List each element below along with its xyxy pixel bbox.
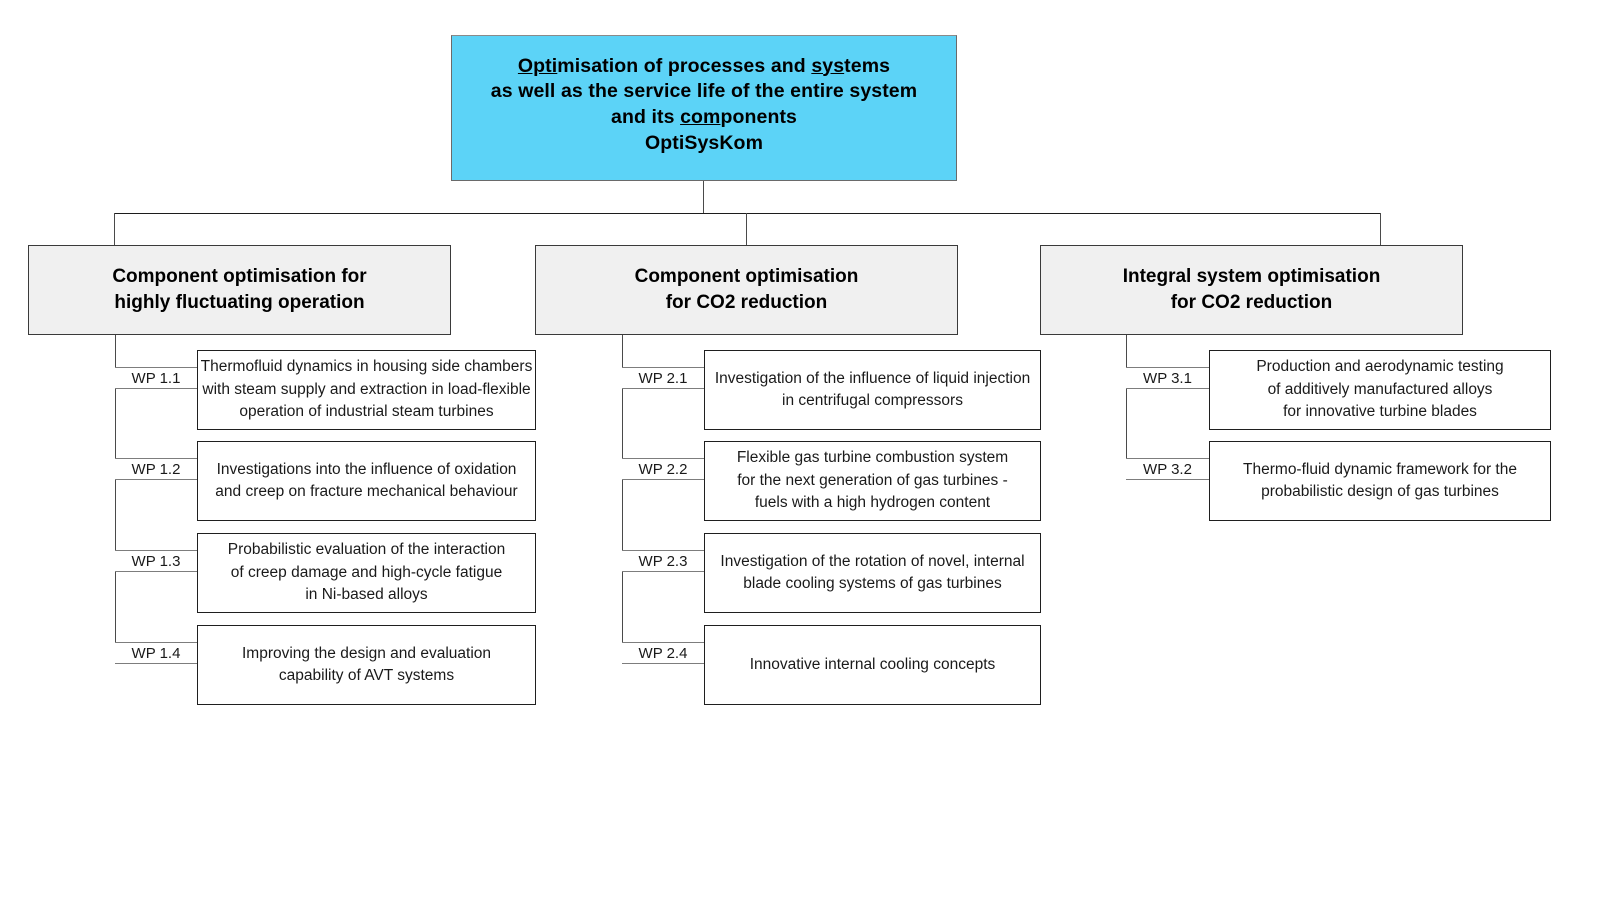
wp-text-line: Flexible gas turbine combustion system — [736, 449, 1009, 467]
wp-code-label: WP 2.1 — [638, 369, 688, 387]
wp-content-box[interactable]: Flexible gas turbine combustion system f… — [704, 441, 1041, 521]
wp-code-box[interactable]: WP 2.2 — [622, 458, 704, 480]
wp-content-box[interactable]: Innovative internal cooling concepts — [704, 625, 1041, 705]
wp-code-box[interactable]: WP 1.4 — [115, 642, 197, 664]
wp-text-line: for innovative turbine blades — [1283, 403, 1477, 421]
connector-horizontal-bus — [114, 213, 1381, 214]
connector-drop-cluster-2 — [746, 213, 747, 246]
root-title-line-2: as well as the service life of the entir… — [490, 80, 918, 103]
cluster-title-line: highly fluctuating operation — [114, 292, 365, 313]
wp-text-line: Thermo-fluid dynamic framework for the — [1243, 460, 1517, 478]
wp-text-line: blade cooling systems of gas turbines — [743, 575, 1002, 592]
wp-text-line: in Ni-based alloys — [305, 586, 428, 604]
wp-text-line: fuels with a high hydrogen content — [754, 494, 991, 512]
root-title-line-1: Optimisation of processes and systems — [517, 54, 891, 77]
wp-code-label: WP 3.2 — [1143, 460, 1192, 478]
cluster-title-line: for CO2 reduction — [665, 292, 828, 313]
root-acronym: OptiSysKom — [644, 131, 764, 154]
cluster-title-line: Component optimisation for — [112, 266, 367, 288]
cluster-title-line: Component optimisation — [634, 266, 859, 288]
wp-text-line: Production and aerodynamic testing — [1256, 358, 1504, 376]
connector-root-stem — [703, 181, 704, 214]
wp-text-line: Improving the design and evaluation — [241, 644, 492, 662]
cluster-title-line: for CO2 reduction — [1170, 292, 1333, 313]
wp-content-box[interactable]: Thermo-fluid dynamic framework for the p… — [1209, 441, 1551, 521]
wp-content-box[interactable]: Improving the design and evaluation capa… — [197, 625, 536, 705]
wp-text-line: and creep on fracture mechanical behavio… — [215, 483, 518, 500]
wp-content-box[interactable]: Investigation of the influence of liquid… — [704, 350, 1041, 430]
wp-code-box[interactable]: WP 1.1 — [115, 367, 197, 389]
wp-content-box[interactable]: Production and aerodynamic testing of ad… — [1209, 350, 1551, 430]
cluster-box-3[interactable]: Integral system optimisation for CO2 red… — [1040, 245, 1463, 335]
wp-code-label: WP 1.4 — [131, 644, 181, 662]
connector-drop-cluster-1 — [114, 213, 115, 246]
wp-code-box[interactable]: WP 2.4 — [622, 642, 704, 664]
wp-text-line: Probabilistic evaluation of the interact… — [227, 541, 506, 559]
wp-code-label: WP 2.2 — [638, 460, 688, 478]
wp-code-box[interactable]: WP 2.1 — [622, 367, 704, 389]
wp-text-line: of additively manufactured alloys — [1267, 380, 1493, 398]
wp-text-line: probabilistic design of gas turbines — [1261, 483, 1499, 500]
root-title-box[interactable]: Optimisation of processes and systems as… — [451, 35, 957, 181]
wp-text-line: Thermofluid dynamics in housing side cha… — [200, 358, 533, 376]
wp-code-label: WP 1.2 — [131, 460, 181, 478]
wp-code-box[interactable]: WP 1.3 — [115, 550, 197, 572]
wp-text-line: in centrifugal compressors — [782, 392, 963, 409]
wp-code-label: WP 2.4 — [638, 644, 688, 662]
wp-content-box[interactable]: Thermofluid dynamics in housing side cha… — [197, 350, 536, 430]
wp-content-box[interactable]: Probabilistic evaluation of the interact… — [197, 533, 536, 613]
wp-code-box[interactable]: WP 3.1 — [1126, 367, 1209, 389]
wp-text-line: of creep damage and high-cycle fatigue — [230, 563, 503, 581]
wp-content-box[interactable]: Investigations into the influence of oxi… — [197, 441, 536, 521]
cluster-box-1[interactable]: Component optimisation for highly fluctu… — [28, 245, 451, 335]
wp-text-line: capability of AVT systems — [278, 667, 455, 684]
connector-trunk-cluster-2 — [622, 335, 623, 664]
wp-content-box[interactable]: Investigation of the rotation of novel, … — [704, 533, 1041, 613]
cluster-title-line: Integral system optimisation — [1122, 266, 1381, 288]
wp-text-line: Investigations into the influence of oxi… — [216, 460, 517, 478]
connector-trunk-cluster-1 — [115, 335, 116, 664]
wp-code-label: WP 1.3 — [131, 552, 181, 570]
wp-code-box[interactable]: WP 1.2 — [115, 458, 197, 480]
wp-text-line: Investigation of the influence of liquid… — [714, 369, 1031, 387]
wp-code-label: WP 2.3 — [638, 552, 688, 570]
wp-text-line: Investigation of the rotation of novel, … — [720, 552, 1025, 570]
wp-text-line: Innovative internal cooling concepts — [749, 655, 996, 673]
wp-code-box[interactable]: WP 3.2 — [1126, 458, 1209, 480]
connector-trunk-cluster-3 — [1126, 335, 1127, 480]
wp-text-line: with steam supply and extraction in load… — [202, 380, 531, 398]
wp-text-line: for the next generation of gas turbines … — [737, 471, 1008, 489]
root-title-line-3: and its components — [611, 106, 797, 128]
wp-code-label: WP 3.1 — [1143, 369, 1192, 387]
wp-code-label: WP 1.1 — [131, 369, 181, 387]
wp-code-box[interactable]: WP 2.3 — [622, 550, 704, 572]
connector-drop-cluster-3 — [1380, 213, 1381, 246]
cluster-box-2[interactable]: Component optimisation for CO2 reduction — [535, 245, 958, 335]
wp-text-line: operation of industrial steam turbines — [239, 403, 494, 421]
